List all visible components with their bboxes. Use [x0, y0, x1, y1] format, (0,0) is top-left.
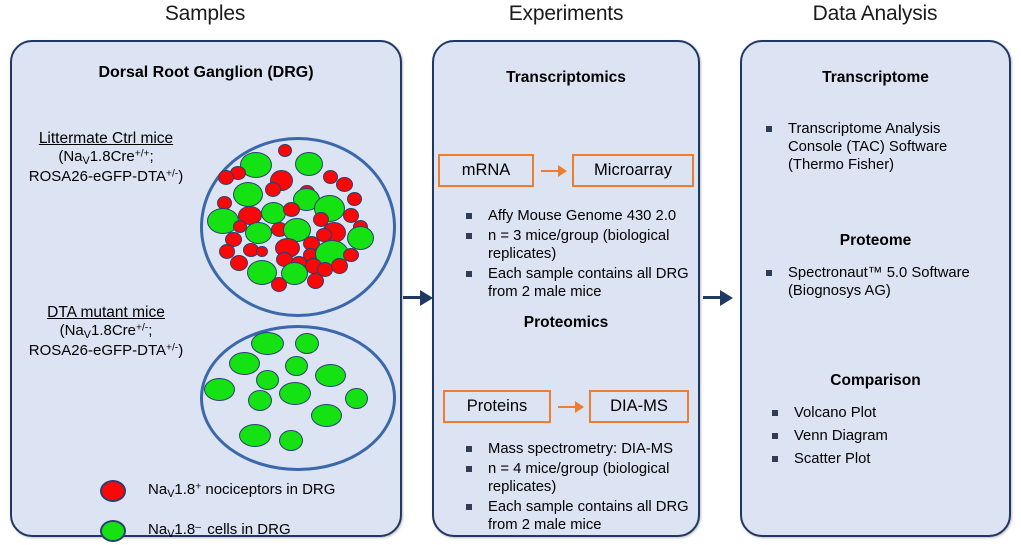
drg-cell-green — [347, 226, 374, 250]
list-item: Volcano Plot — [770, 404, 1000, 422]
legend-swatch-red-icon — [100, 480, 126, 502]
comparison-bullet-list: Volcano Plot Venn Diagram Scatter Plot — [770, 404, 1000, 473]
genotype-mutant-title: DTA mutant mice — [47, 304, 165, 321]
drg-cell-red — [230, 255, 248, 271]
flow-arrow-icon — [551, 400, 589, 414]
list-item: Each sample contains all DRG from 2 male… — [464, 498, 692, 534]
drg-cell-green — [204, 378, 235, 401]
column-title-data-analysis: Data Analysis — [812, 2, 938, 25]
experiments-panel: Transcriptomics mRNA Microarray Affy Mou… — [432, 40, 700, 537]
transcriptomics-heading: Transcriptomics — [506, 69, 626, 86]
drg-cell-green — [245, 222, 272, 244]
drg-cell-green — [285, 356, 308, 376]
proteome-heading: Proteome — [839, 232, 912, 249]
genotype-control-title: Littermate Ctrl mice — [38, 130, 174, 147]
transcriptome-bullet-list: Transcriptome Analysis Console (TAC) Sof… — [764, 120, 994, 176]
legend-label-red: NaV1.8+ nociceptors in DRG — [148, 481, 336, 501]
drg-cell-red — [265, 182, 281, 197]
proteomics-heading: Proteomics — [523, 314, 609, 331]
drg-cell-green — [229, 352, 260, 375]
drg-cell-green — [279, 382, 311, 405]
comparison-heading: Comparison — [830, 372, 921, 389]
data-analysis-panel: Transcriptome Transcriptome Analysis Con… — [740, 40, 1011, 537]
genotype-block-mutant: DTA mutant mice (NaV1.8Cre+/-; ROSA26-eG… — [16, 304, 196, 360]
list-item: Each sample contains all DRG from 2 male… — [464, 265, 692, 301]
drg-cell-green — [311, 404, 342, 427]
drg-cell-green — [279, 430, 303, 451]
legend-item-nav18-negative: NaV1.8– cells in DRG — [100, 520, 291, 542]
drg-cell-red — [313, 212, 329, 227]
transcriptomics-bullet-list: Affy Mouse Genome 430 2.0 n = 3 mice/gro… — [464, 207, 692, 303]
drg-cell-red — [218, 170, 234, 185]
drg-cell-red — [307, 273, 324, 289]
drg-cell-green — [261, 202, 286, 224]
legend-item-nav18-positive: NaV1.8+ nociceptors in DRG — [100, 480, 335, 502]
genotype-block-control: Littermate Ctrl mice (NaV1.8Cre+/+; ROSA… — [16, 130, 196, 186]
drg-cell-green — [239, 424, 271, 447]
genotype-control-line1: (NaV1.8Cre+/+; — [58, 148, 154, 168]
drg-cell-red — [256, 246, 268, 257]
drg-cell-red — [283, 202, 300, 217]
transcriptome-heading: Transcriptome — [822, 69, 929, 86]
proteome-bullet-list: Spectronaut™ 5.0 Software (Biognosys AG) — [764, 264, 994, 302]
genotype-control-line2: ROSA26-eGFP-DTA+/-) — [28, 168, 184, 186]
drg-cell-green — [248, 390, 272, 411]
list-item: Transcriptome Analysis Console (TAC) Sof… — [764, 120, 994, 174]
legend-label-green: NaV1.8– cells in DRG — [148, 521, 291, 541]
box-dia-ms: DIA-MS — [589, 390, 689, 423]
list-item: Mass spectrometry: DIA-MS — [464, 440, 692, 458]
genotype-mutant-line1: (NaV1.8Cre+/-; — [59, 322, 153, 342]
box-mrna: mRNA — [438, 154, 534, 187]
drg-cell-green — [295, 152, 323, 176]
genotype-mutant-line2: ROSA26-eGFP-DTA+/-) — [28, 342, 184, 360]
drg-cell-red — [343, 248, 359, 262]
column-title-experiments: Experiments — [508, 2, 624, 25]
drg-cell-red — [271, 277, 287, 292]
proteomics-bullet-list: Mass spectrometry: DIA-MS n = 4 mice/gro… — [464, 440, 692, 536]
arrow-samples-to-experiments-icon — [403, 290, 433, 306]
drg-ellipse-mutant — [200, 325, 396, 471]
samples-panel: Dorsal Root Ganglion (DRG) Littermate Ct… — [10, 40, 402, 542]
drg-cell-green — [281, 262, 308, 285]
flow-arrow-icon — [534, 164, 572, 178]
drg-cell-red — [331, 258, 348, 274]
drg-cell-red — [323, 170, 338, 184]
drg-cell-green — [256, 370, 279, 390]
list-item: Scatter Plot — [770, 450, 1000, 468]
drg-cell-green — [251, 332, 284, 355]
drg-cell-green — [233, 182, 263, 207]
drg-cell-red — [278, 144, 292, 157]
legend-swatch-green-icon — [100, 520, 126, 542]
list-item: Venn Diagram — [770, 427, 1000, 445]
column-title-samples: Samples — [164, 2, 246, 25]
list-item: Spectronaut™ 5.0 Software (Biognosys AG) — [764, 264, 994, 300]
list-item: n = 4 mice/group (biological replicates) — [464, 460, 692, 496]
arrow-experiments-to-analysis-icon — [703, 290, 733, 306]
drg-cell-red — [336, 177, 353, 192]
drg-cell-red — [343, 208, 359, 223]
drg-cell-green — [315, 364, 346, 387]
drg-cell-red — [219, 244, 235, 259]
proteomics-flow: Proteins DIA-MS — [434, 390, 698, 423]
drg-cell-red — [347, 192, 362, 206]
transcriptomics-flow: mRNA Microarray — [434, 154, 698, 187]
list-item: n = 3 mice/group (biological replicates) — [464, 227, 692, 263]
box-proteins: Proteins — [443, 390, 551, 423]
drg-heading: Dorsal Root Ganglion (DRG) — [98, 64, 314, 81]
drg-cell-green — [295, 333, 319, 354]
box-microarray: Microarray — [572, 154, 694, 187]
drg-ellipse-control — [200, 137, 396, 317]
drg-cell-green — [345, 388, 368, 409]
list-item: Affy Mouse Genome 430 2.0 — [464, 207, 692, 225]
